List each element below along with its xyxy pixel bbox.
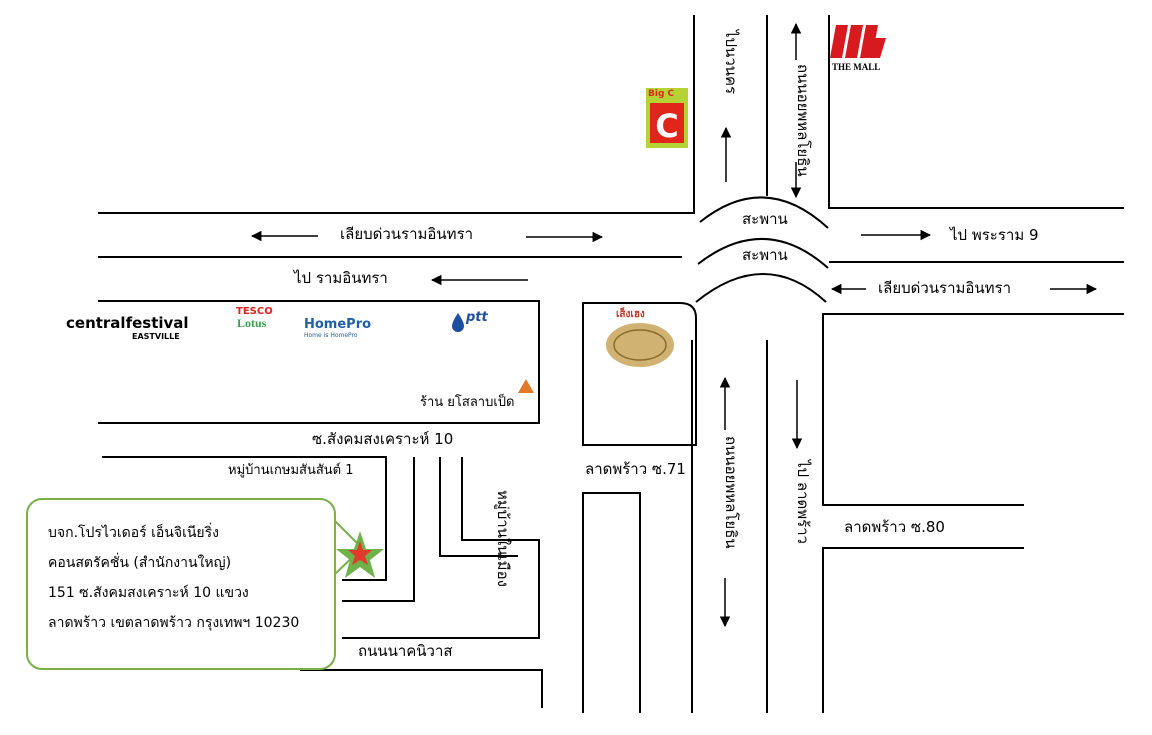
- lat-phrao-71-label: ลาดพร้าว ซ.71: [585, 460, 686, 478]
- expressway-right-label: เลียบด่วนรามอินทรา: [878, 279, 1012, 297]
- svg-text:C: C: [655, 107, 678, 145]
- homepro-tagline: Home is HomePro: [304, 332, 358, 339]
- top-vertical-road-label: ไปนวนคร: [722, 30, 740, 95]
- ptt-drop-icon: [452, 313, 464, 332]
- address-line-4: ลาดพร้าว เขตลาดพร้าว กรุงเทพฯ 10230: [48, 615, 300, 631]
- bridge-label-2: สะพาน: [742, 246, 788, 264]
- duck-shop-label: ร้าน ยโสลาบเป็ด: [420, 395, 515, 410]
- naknivas-label: ถนนนาคนิวาส: [358, 642, 453, 660]
- ptt-logo: ptt: [466, 310, 488, 325]
- to-rama9-label: ไป พระราม 9: [950, 226, 1039, 244]
- road-lines: [98, 15, 1124, 713]
- the-mall-text: THE MALL: [832, 62, 881, 72]
- arrow-icon: [250, 22, 1098, 628]
- address-callout: บจก.โปรไวเดอร์ เอ็นจิเนียริ่ง คอนสตรัคชั…: [26, 498, 336, 670]
- address-line-1: บจก.โปรไวเดอร์ เอ็นจิเนียริ่ง: [48, 525, 219, 541]
- central-festival-logo: centralfestival: [66, 314, 189, 332]
- address-line-3: 151 ซ.สังคมสงเคราะห์ 10 แขวง: [48, 585, 249, 601]
- homepro-logo: HomePro: [304, 317, 372, 332]
- to-ramintra-label: ไป รามอินทรา: [294, 269, 388, 287]
- star-marker-icon: [336, 531, 384, 578]
- mid-vertical-road-label-2: ไป ลาดพร้าว: [794, 460, 812, 544]
- seng-heng-logo: [606, 323, 674, 367]
- tesco-logo: TESCO: [236, 306, 273, 317]
- big-c-logo: C: [646, 88, 688, 148]
- lotus-logo: Lotus: [237, 316, 267, 330]
- top-right-vertical-road-label: ถนนอยพหลโยธิน: [794, 64, 812, 177]
- address-line-2: คอนสตรัคชั่น (สำนักงานใหญ่): [48, 555, 232, 571]
- nai-mueang-village-label: หมู่บ้านในเมือง: [494, 490, 512, 587]
- triangle-marker-icon: [518, 379, 534, 393]
- lat-phrao-80-label: ลาดพร้าว ซ.80: [844, 518, 945, 536]
- big-c-text: Big C: [648, 89, 675, 99]
- kasemsan-village-label: หมู่บ้านเกษมสันสันต์ 1: [228, 463, 354, 478]
- the-mall-logo: [830, 25, 886, 58]
- mid-vertical-road-label-1: ถนนอยพหลโยธิน: [722, 436, 740, 549]
- soi-sangkhom-label: ซ.สังคมสงเคราะห์ 10: [312, 430, 454, 448]
- central-eastville-text: EASTVILLE: [132, 332, 180, 341]
- expressway-left-label: เลียบด่วนรามอินทรา: [340, 225, 474, 243]
- seng-heng-text: เส็งเฮง: [616, 309, 645, 320]
- bridge-label-1: สะพาน: [742, 210, 788, 228]
